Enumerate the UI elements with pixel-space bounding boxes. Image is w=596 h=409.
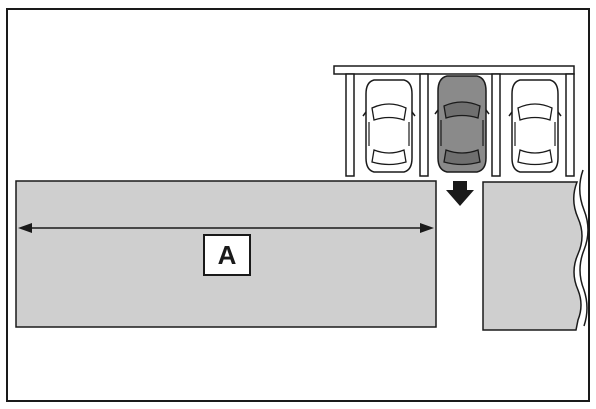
highlighted-car <box>434 75 490 173</box>
road-area-right <box>482 181 583 331</box>
label-a: A <box>203 234 251 276</box>
light-car <box>362 79 416 173</box>
parking-lot-lines <box>333 65 575 177</box>
light-car <box>508 79 562 173</box>
wavy-break-icon <box>579 169 589 327</box>
down-arrow-icon <box>446 181 474 206</box>
width-arrow-icon <box>18 223 434 233</box>
